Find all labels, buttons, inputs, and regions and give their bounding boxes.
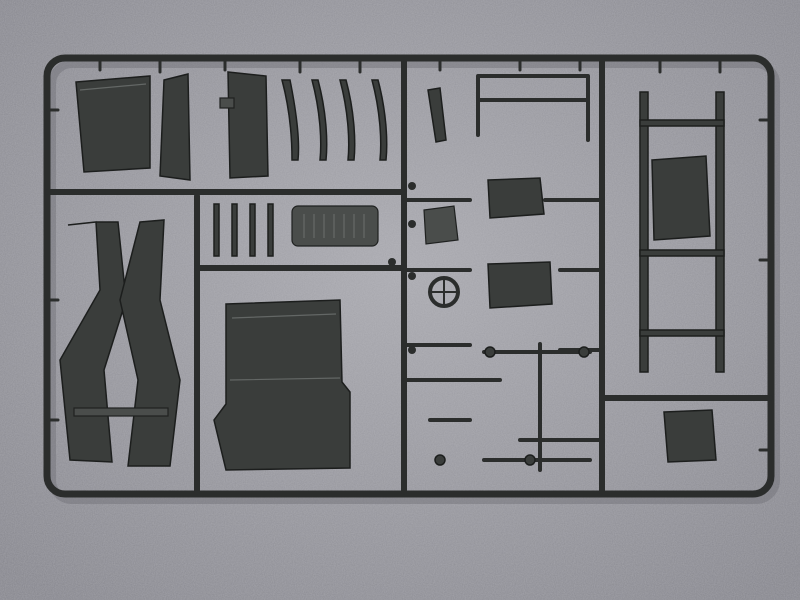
part-body-tub [213,299,351,471]
part-seat-rear [487,261,553,309]
part-exhaust [427,87,447,143]
part-door-panel [227,71,269,179]
part-steering-spokes [429,277,459,307]
leaf-spring-4 [371,79,388,161]
part-number-tags [388,182,416,354]
peg-3 [249,203,256,257]
part-engine-block [423,205,459,245]
hub-1 [484,346,496,358]
part-leaf-springs [281,79,388,161]
part-running-board-right [119,219,181,467]
part-small-bracket [663,409,717,463]
part-seat-front [487,177,545,219]
part-seat-back [75,75,151,173]
part-running-board-left [59,221,127,463]
hub-4 [524,454,536,466]
leaf-spring-3 [339,79,356,161]
peg-4 [267,203,274,257]
tag-1 [408,182,416,190]
part-radiator-slots [303,214,365,238]
leaf-spring-1 [281,79,300,161]
peg-1 [213,203,220,257]
part-pegs [213,203,274,257]
hub-3 [434,454,446,466]
chassis-rail-right [715,91,725,373]
part-chassis-frame [639,91,725,373]
part-windscreen-frame [476,74,590,142]
part-axle-hubs [434,346,590,466]
chassis-crossmember-2 [639,249,725,257]
sprue-frame [43,54,775,498]
chassis-engine-mount [651,155,711,241]
tag-5 [388,258,396,266]
sprue-shadow [48,60,780,504]
part-door-handle [219,97,235,109]
chassis-crossmember-1 [639,119,725,127]
hub-2 [578,346,590,358]
part-body-tub-highlight [229,313,341,381]
tag-2 [408,220,416,228]
tag-4 [408,346,416,354]
part-seat-back-highlight [79,83,147,91]
leaf-spring-2 [311,79,328,161]
peg-2 [231,203,238,257]
tag-3 [408,272,416,280]
part-bracket [73,407,169,417]
part-curved-panel [159,73,191,181]
chassis-crossmember-3 [639,329,725,337]
part-radiator-grille [291,205,379,247]
sprue-outer-frame [43,54,775,498]
chassis-rail-left [639,91,649,373]
part-front-axle [482,342,592,472]
sprue-stubs [46,58,772,452]
